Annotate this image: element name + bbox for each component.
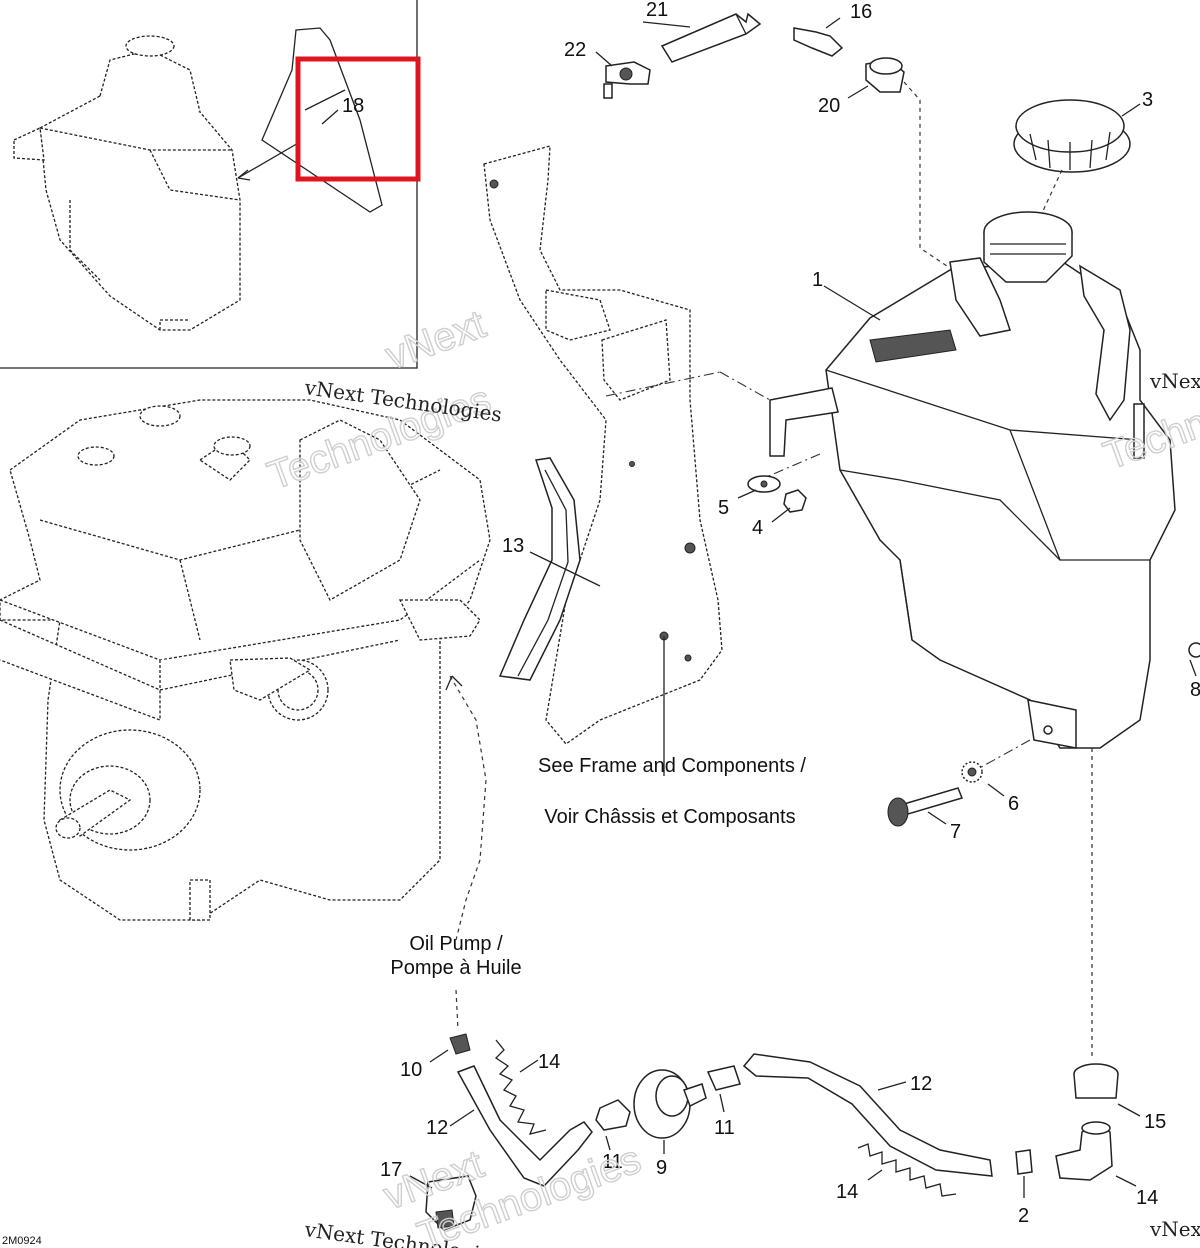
vent-hose-assembly: 21 16 22 20 [564,0,951,269]
callout-8: 8 [1190,679,1200,701]
callout-22: 22 [564,39,586,61]
oil-tank-cap: 3 [1013,89,1153,227]
callout-21: 21 [646,0,668,21]
rubber-strap: 13 [498,457,601,681]
callout-11b: 11 [714,1117,735,1139]
callout-19: 16 [850,1,872,23]
watermark-text-4: vNext Technologies [1149,1217,1200,1241]
callout-16: 14 [1136,1187,1158,1209]
callout-2: 2 [1018,1205,1029,1227]
oil-pump-label-line1: Oil Pump / [409,933,503,955]
callout-13: 13 [502,535,524,557]
callout-14b: 14 [836,1181,858,1203]
frame-bracket: See Frame and Components / Voir Châssis … [483,145,806,828]
callout-4: 4 [752,517,763,539]
callout-20: 20 [818,95,840,117]
callout-6: 6 [1008,793,1019,815]
engine: Oil Pump / Pompe à Huile [0,399,522,1031]
callout-11a: 11 [602,1151,623,1173]
highlight-box [295,56,421,182]
callout-18: 18 [342,95,364,117]
watermark-outline-1: vNext [380,302,491,378]
inset-view: 18 [0,0,421,369]
callout-15: 15 [1144,1111,1166,1133]
oil-line-assembly: 10 12 14 17 11 9 11 12 14 [380,1033,1166,1231]
watermark-text-2: vNext Technologies [1149,369,1200,393]
callout-14a: 14 [538,1051,560,1073]
oil-tank: 1 [769,211,1176,1060]
frame-label-line1: See Frame and Components / [538,755,806,777]
callout-5: 5 [718,497,729,519]
callout-10: 10 [400,1059,422,1081]
diagram-reference-code: 2M0924 [2,1235,42,1247]
callout-17: 17 [380,1159,402,1181]
callout-3: 3 [1142,89,1153,111]
oil-pump-label-line2: Pompe à Huile [390,957,521,979]
callout-12a: 12 [426,1117,448,1139]
inset-oil-tank [13,35,241,331]
callout-7: 7 [950,821,961,843]
callout-1: 1 [812,269,823,291]
washer-and-nut: 5 4 [718,453,821,539]
callout-8-group: 8 [1188,642,1200,701]
inset-patch-part [237,27,383,213]
frame-label-line2: Voir Châssis et Composants [544,806,795,828]
callout-9: 9 [656,1157,667,1179]
callout-12b: 12 [910,1073,932,1095]
lock-washer-and-screw: 6 7 [887,739,1031,843]
